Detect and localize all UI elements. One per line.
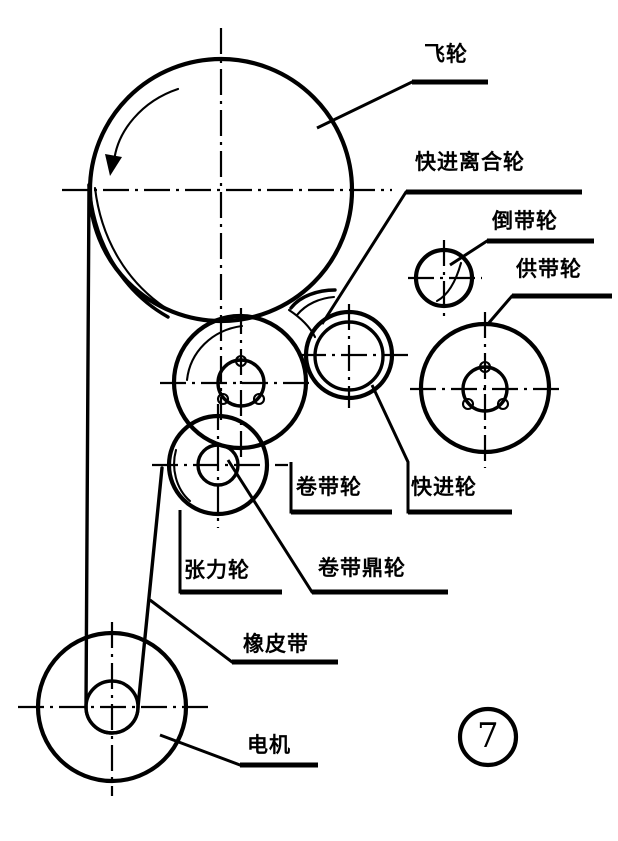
- tension-wheel-inner-arc: [173, 448, 192, 503]
- label-ff-clutch-wheel: 快进离合轮: [415, 150, 525, 174]
- label-flywheel: 飞轮: [424, 42, 468, 66]
- ff-clutch-arc-outer: [289, 288, 337, 310]
- takeup-reel-group: [160, 308, 318, 462]
- rotation-arrow-head: [105, 154, 122, 176]
- takeup-reel-lug-left: [216, 392, 230, 406]
- supply-reel-group: [410, 312, 560, 468]
- takeup-reel-lug-right: [252, 392, 266, 406]
- label-fast-forward-wheel: 快进轮: [411, 475, 477, 499]
- leader-flywheel: [316, 80, 488, 130]
- flywheel-group: [62, 28, 392, 420]
- rewind-wheel-inner-arc: [435, 261, 463, 303]
- belt-right-strand: [136, 466, 164, 709]
- figure-number: 7: [477, 716, 499, 756]
- figure-number-circle: [457, 706, 519, 768]
- label-rubber-belt: 橡皮带: [243, 632, 309, 656]
- supply-reel-lug-left: [461, 397, 475, 411]
- leader-lines: [149, 79, 612, 768]
- label-tension-wheel: 张力轮: [184, 558, 250, 582]
- motor-group: [18, 622, 214, 796]
- label-rewind-wheel: 倒带轮: [492, 209, 558, 233]
- label-motor: 电机: [247, 733, 291, 757]
- leader-supply-reel: [485, 294, 612, 326]
- belt-motor-wrap: [84, 705, 140, 735]
- belt-flywheel-wrap: [87, 183, 170, 319]
- label-takeup-reel: 卷带轮: [296, 475, 362, 499]
- belt-left-strand: [84, 183, 91, 709]
- ff-clutch-tangent: [287, 308, 317, 339]
- supply-reel-lug-right: [496, 397, 510, 411]
- label-supply-reel: 供带轮: [516, 257, 582, 281]
- belt-flywheel-inner-edge: [93, 186, 174, 314]
- rotation-arrow-arc: [112, 87, 180, 164]
- rewind-wheel-group: [408, 240, 482, 318]
- ff-clutch-arc-inner: [295, 295, 336, 317]
- fast-forward-wheel-group: [287, 288, 408, 408]
- tension-wheel-group: [152, 404, 288, 528]
- takeup-reel-inner-arc: [185, 324, 244, 382]
- label-takeup-idler-wheel: 卷带鼎轮: [318, 556, 406, 580]
- leader-motor: [159, 733, 318, 767]
- rubber-belt-group: [84, 183, 174, 735]
